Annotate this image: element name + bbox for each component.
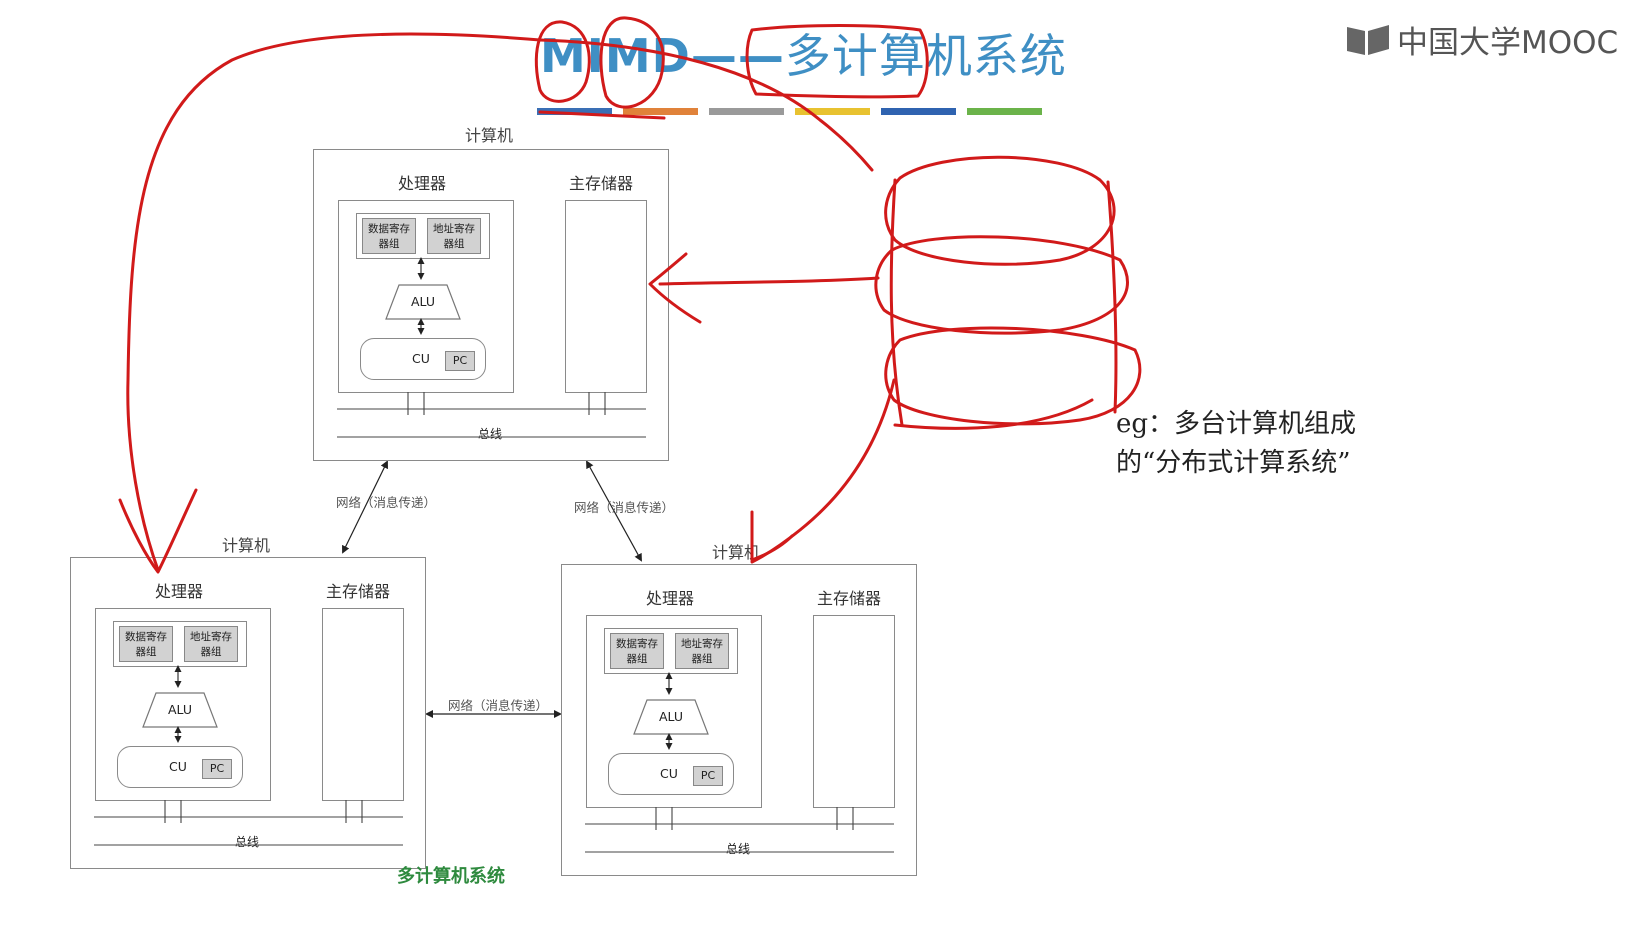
- title-color-segment: [881, 108, 956, 115]
- computer-label: 计算机: [712, 543, 761, 562]
- network-label-top-right: 网络（消息传递）: [574, 500, 675, 515]
- note-line-1: eg：多台计算机组成: [1116, 409, 1357, 439]
- processor-label: 处理器: [155, 582, 204, 601]
- alu-label: ALU: [167, 702, 193, 717]
- cu-label: CU: [169, 759, 187, 774]
- memory-label: 主存储器: [569, 174, 634, 193]
- book-icon: [1347, 25, 1389, 55]
- processor-box: 数据寄存器组 地址寄存器组 ALU CU PC: [586, 615, 762, 808]
- register-group: 数据寄存器组 地址寄存器组: [113, 621, 247, 667]
- cu-unit: CU PC: [117, 746, 243, 788]
- mooc-logo: 中国大学MOOC: [1345, 18, 1619, 61]
- register-group: 数据寄存器组 地址寄存器组: [604, 628, 738, 674]
- logo-text: 中国大学MOOC: [1397, 24, 1619, 61]
- memory-box: [322, 608, 404, 801]
- address-register: 地址寄存器组: [184, 626, 238, 662]
- diagram-caption: 多计算机系统: [397, 866, 505, 887]
- network-label-top-left: 网络（消息传递）: [336, 495, 437, 510]
- alu-unit: ALU: [633, 699, 709, 735]
- data-register: 数据寄存器组: [610, 633, 664, 669]
- memory-label: 主存储器: [817, 589, 882, 608]
- alu-unit: ALU: [142, 692, 218, 728]
- processor-box: 数据寄存器组 地址寄存器组 ALU CU PC: [95, 608, 271, 801]
- memory-box: [565, 200, 647, 393]
- alu-label: ALU: [658, 709, 684, 724]
- cu-unit: CU PC: [608, 753, 734, 795]
- network-link-top-right: [586, 460, 642, 562]
- data-register: 数据寄存器组: [119, 626, 173, 662]
- processor-label: 处理器: [646, 589, 695, 608]
- example-note: eg：多台计算机组成 的“分布式计算系统”: [1116, 405, 1356, 483]
- title-color-segment: [967, 108, 1042, 115]
- network-label-bottom: 网络（消息传递）: [448, 698, 549, 713]
- pc-register: PC: [693, 766, 723, 786]
- note-line-2: 的“分布式计算系统”: [1116, 448, 1351, 478]
- cu-label: CU: [660, 766, 678, 781]
- memory-label: 主存储器: [326, 582, 391, 601]
- pc-register: PC: [202, 759, 232, 779]
- memory-box: [813, 615, 895, 808]
- address-register: 地址寄存器组: [675, 633, 729, 669]
